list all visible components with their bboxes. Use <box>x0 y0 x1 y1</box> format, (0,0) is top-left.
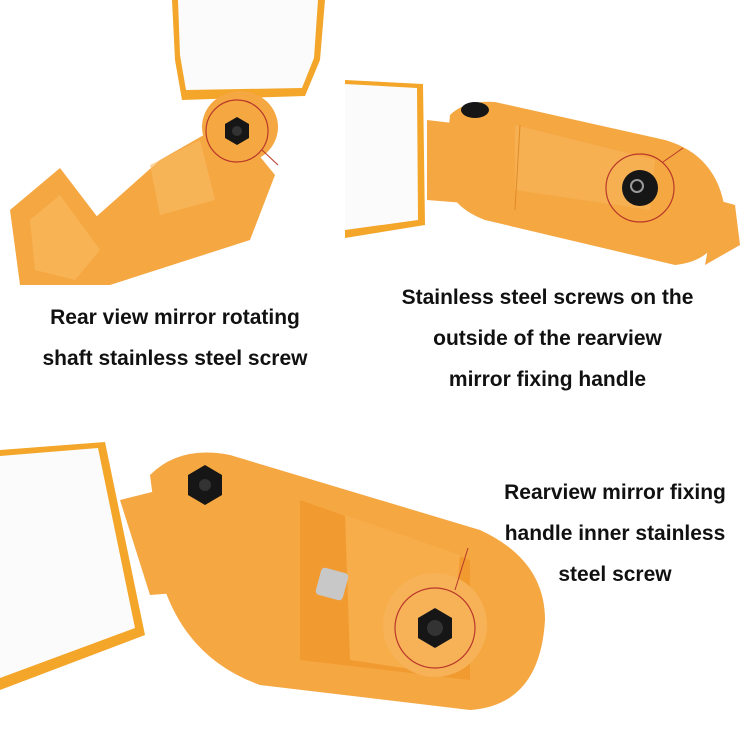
caption-rotating-shaft: Rear view mirror rotating shaft stainles… <box>0 297 350 379</box>
mirror-shaft-illustration <box>10 0 325 285</box>
caption-outside-handle: Stainless steel screws on the outside of… <box>375 277 720 400</box>
caption-line: Stainless steel screws on the <box>401 286 694 309</box>
handle-inner-illustration <box>0 442 545 710</box>
caption-line: Rearview mirror fixing <box>504 481 726 504</box>
handle-outside-illustration <box>345 80 740 265</box>
caption-line: shaft stainless steel screw <box>42 347 308 370</box>
photo-rotating-shaft <box>0 0 340 285</box>
caption-line: mirror fixing handle <box>448 368 647 391</box>
photo-inner-handle <box>0 420 560 750</box>
caption-line: handle inner stainless <box>504 522 726 545</box>
caption-line: outside of the rearview <box>433 327 662 350</box>
caption-inner-handle: Rearview mirror fixing handle inner stai… <box>480 472 750 595</box>
photo-outside-handle <box>345 70 750 270</box>
caption-line: Rear view mirror rotating <box>50 306 300 329</box>
caption-line: steel screw <box>558 563 672 586</box>
